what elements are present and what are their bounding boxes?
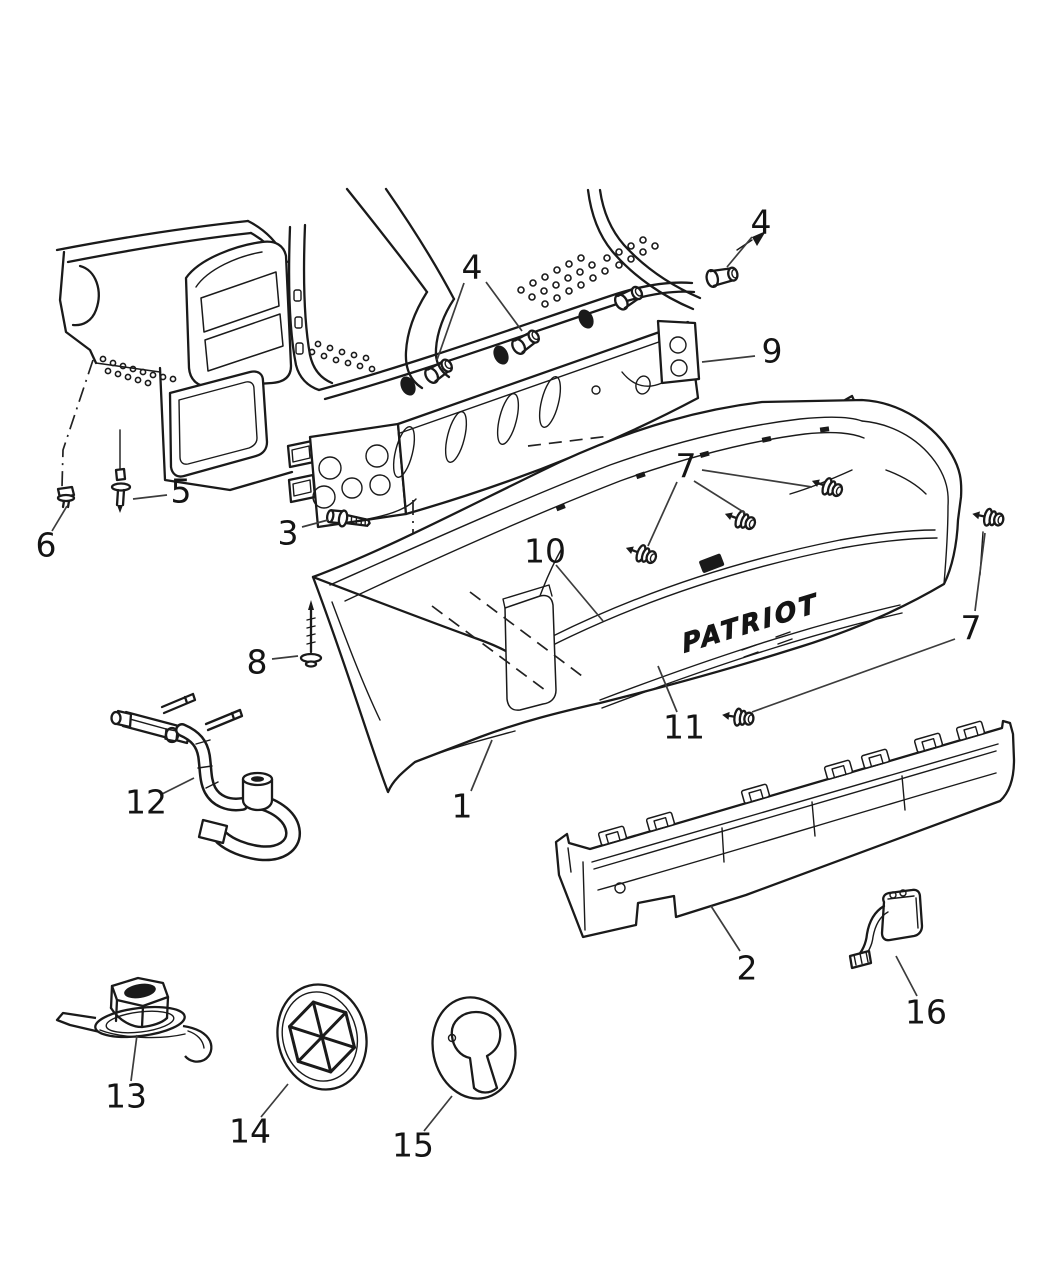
part-callout-7: 7 [961,609,982,648]
screw-8 [299,600,323,668]
part-callout-15: 15 [392,1126,434,1165]
tow-hook-cover [848,888,924,970]
star-retainer [276,983,368,1091]
nut-retainer [55,976,213,1063]
vehicle-body-art [55,187,766,492]
callout-leader-7 [751,638,956,713]
bumper-reinforcement-beam [286,319,701,529]
part-callout-5: 5 [171,472,192,511]
bolt-3 [325,509,371,528]
spot-welds [99,236,659,387]
callout-leader-12 [161,777,195,795]
clips-7 [625,477,1005,727]
washer-retainer [431,996,517,1100]
callout-leader-14 [260,1083,289,1118]
callout-leader-13 [130,1034,138,1082]
callout-leader-1 [470,739,493,792]
callout-leader-2 [710,905,741,952]
callout-leader-7 [693,480,746,514]
part-callout-6: 6 [36,526,57,565]
part-callout-16: 16 [905,993,947,1032]
bolts-4 [424,266,739,384]
part-callout-3: 3 [278,514,299,553]
callout-leader-4 [485,281,523,332]
part-callout-13: 13 [105,1077,147,1116]
part-callout-8: 8 [247,643,268,682]
part-callout-4: 4 [462,248,483,287]
callout-leader-5 [132,494,168,500]
callout-leader-10 [555,564,604,622]
part-callout-14: 14 [229,1112,271,1151]
callout-leader-15 [423,1095,453,1132]
part-callout-12: 12 [125,783,167,822]
callout-leader-9 [701,355,756,363]
screw-5 [110,429,132,513]
fascia: PATRIOT [311,394,963,794]
foam-absorber [554,719,1016,939]
trailer-hitch [110,692,301,862]
callout-leader-4 [726,236,753,268]
part-callout-2: 2 [737,949,758,988]
callout-leader-16 [895,955,918,997]
callout-leader-7 [647,481,678,547]
callout-leader-8 [271,655,299,660]
callout-leader-11 [657,665,678,713]
callout-leader-4 [436,282,465,361]
part-callout-9: 9 [762,332,783,371]
callout-leader-7 [974,532,986,612]
callout-leader-7 [701,469,813,488]
part-callout-1: 1 [452,787,473,826]
part-callout-10: 10 [524,532,566,571]
callout-leader-6 [51,505,68,532]
part-callout-4: 4 [751,203,772,242]
clip-6 [56,485,76,509]
part-callout-7: 7 [676,447,697,486]
callout-leader-3 [301,519,329,528]
foam-tabs [597,720,986,846]
part-callout-11: 11 [663,708,705,747]
